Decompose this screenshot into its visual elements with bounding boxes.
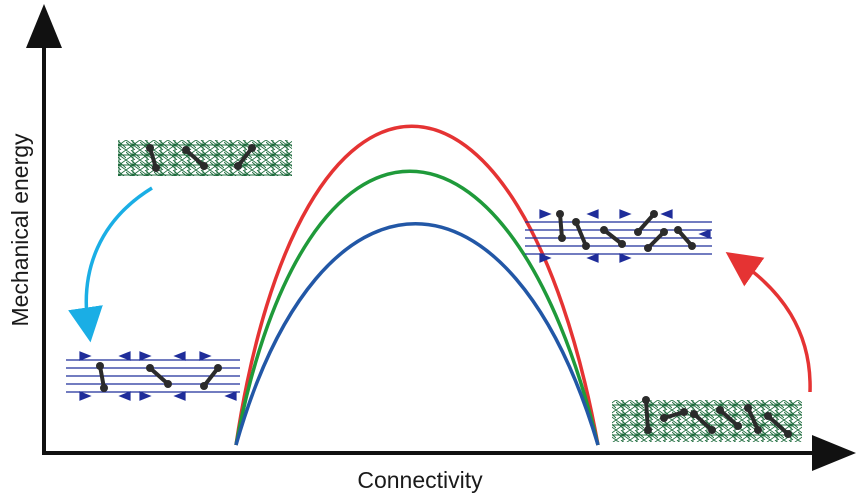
molecule	[644, 228, 668, 252]
y-axis-arrowhead	[26, 4, 62, 48]
axes	[26, 4, 856, 471]
energy-curves	[234, 124, 600, 446]
molecule	[146, 144, 160, 172]
molecule	[146, 364, 172, 388]
curve-blue	[234, 222, 600, 446]
curved-arrow-blue	[68, 186, 153, 343]
fiber-mesh	[118, 140, 292, 176]
curve-red	[234, 124, 600, 446]
molecule	[744, 404, 762, 434]
fiber-mesh	[612, 400, 802, 442]
molecule	[234, 144, 256, 170]
molecule	[690, 410, 716, 434]
inset-fiber-network-top-left	[118, 140, 292, 176]
molecule	[634, 210, 658, 236]
y-axis-label: Mechanical energy	[7, 133, 33, 327]
molecule	[674, 226, 696, 250]
molecule	[96, 362, 108, 392]
inset-fiber-network-bottom-right	[612, 396, 802, 442]
molecule	[716, 406, 742, 430]
molecule	[572, 218, 590, 250]
molecule	[764, 412, 792, 438]
molecule	[600, 226, 626, 248]
curved-arrow-red	[725, 251, 812, 393]
x-axis-label: Connectivity	[357, 467, 483, 493]
inset-ordered-lattice-right	[525, 209, 712, 263]
molecule	[200, 364, 222, 390]
molecule	[182, 146, 208, 170]
x-axis-arrowhead	[812, 435, 856, 471]
molecule	[642, 396, 652, 434]
curve-green	[234, 169, 600, 446]
molecule	[556, 210, 566, 242]
inset-ordered-lattice-bottom-left	[66, 351, 240, 401]
molecule	[660, 408, 688, 422]
